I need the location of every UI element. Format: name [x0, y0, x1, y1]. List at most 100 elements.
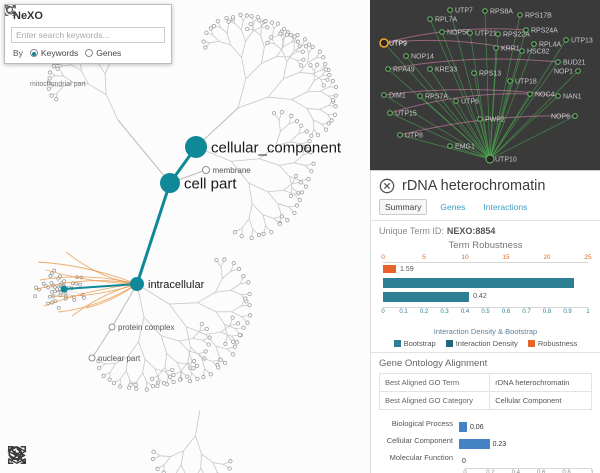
network-node-label[interactable]: NOP14 — [411, 54, 434, 61]
tree-leaf-node[interactable] — [293, 173, 299, 179]
tree-leaf-node[interactable] — [269, 20, 275, 25]
tree-leaf-node[interactable] — [325, 77, 330, 82]
network-node-label[interactable]: RPL7A — [435, 17, 458, 24]
tree-leaf-node[interactable] — [261, 231, 266, 236]
tree-leaf-node[interactable] — [279, 109, 284, 115]
tree-leaf-node[interactable] — [295, 32, 300, 38]
network-node-label[interactable]: NOP56 — [447, 30, 470, 37]
tree-leaf-node[interactable] — [315, 133, 321, 138]
network-node-label[interactable]: UTP15 — [395, 111, 417, 118]
close-icon[interactable] — [379, 178, 395, 194]
tree-leaf-node[interactable] — [237, 266, 242, 272]
network-node[interactable] — [417, 93, 423, 99]
tree-leaf-node[interactable] — [208, 372, 213, 377]
tree-leaf-node[interactable] — [304, 129, 309, 134]
tree-leaf-node[interactable] — [306, 176, 311, 182]
tree-leaf-node[interactable] — [333, 84, 339, 90]
tree-leaf-node[interactable] — [215, 19, 220, 24]
network-node-label[interactable]: RPS22A — [503, 32, 530, 39]
tree-leaf-node[interactable] — [223, 341, 228, 347]
radio-genes[interactable]: Genes — [85, 48, 121, 58]
tree-leaf-node[interactable] — [144, 387, 149, 392]
cluster-node[interactable] — [47, 294, 52, 299]
network-node[interactable] — [572, 113, 578, 119]
network-node[interactable] — [485, 154, 495, 164]
tree-leaf-node[interactable] — [321, 55, 326, 60]
tree-leaf-node[interactable] — [204, 326, 209, 332]
network-node[interactable] — [387, 110, 393, 116]
tree-leaf-node[interactable] — [245, 320, 250, 325]
tree-leaf-node[interactable] — [292, 210, 297, 216]
tree-leaf-node[interactable] — [151, 449, 156, 454]
tree-leaf-node[interactable] — [294, 203, 300, 208]
radio-keywords[interactable]: Keywords — [29, 48, 78, 58]
tree-leaf-node[interactable] — [55, 66, 60, 71]
tree-leaf-node[interactable] — [303, 184, 309, 189]
tree-leaf-node[interactable] — [232, 230, 237, 235]
tree-leaf-node[interactable] — [206, 342, 211, 347]
network-node[interactable] — [385, 66, 391, 72]
cluster-root-node[interactable] — [60, 285, 68, 293]
tree-leaf-node[interactable] — [309, 133, 314, 138]
cluster-node[interactable] — [56, 305, 61, 310]
tree-leaf-node[interactable] — [255, 15, 260, 20]
tree-leaf-node[interactable] — [211, 24, 217, 29]
tree-leaf-node[interactable] — [249, 14, 254, 19]
tree-leaf-node[interactable] — [294, 119, 300, 124]
cluster-node[interactable] — [33, 294, 37, 299]
node-cell_part[interactable] — [160, 173, 180, 193]
network-node-label[interactable]: HSC82 — [527, 49, 550, 56]
tree-leaf-node[interactable] — [195, 376, 200, 381]
tree-leaf-node[interactable] — [224, 15, 229, 21]
zoom-out-button[interactable] — [8, 444, 61, 468]
tree-leaf-node[interactable] — [311, 161, 316, 166]
tree-leaf-node[interactable] — [323, 67, 328, 72]
network-node[interactable] — [447, 143, 453, 149]
network-node-label[interactable]: RPA49 — [393, 67, 415, 74]
tree-leaf-node[interactable] — [171, 379, 176, 385]
tree-leaf-node[interactable] — [150, 376, 155, 381]
tree-leaf-node[interactable] — [327, 73, 332, 78]
tree-leaf-node[interactable] — [46, 80, 51, 85]
network-node-label[interactable]: UTP21 — [475, 31, 497, 38]
tree-leaf-node[interactable] — [201, 39, 206, 44]
tree-leaf-node[interactable] — [249, 235, 254, 240]
tree-leaf-node[interactable] — [231, 352, 236, 357]
tree-leaf-node[interactable] — [238, 12, 243, 17]
network-node-label[interactable]: UTP18 — [515, 79, 537, 86]
tree-leaf-node[interactable] — [300, 49, 305, 54]
tree-leaf-node[interactable] — [309, 169, 314, 174]
tree-leaf-node[interactable] — [321, 83, 326, 88]
tree-leaf-node[interactable] — [234, 340, 240, 345]
network-node[interactable] — [482, 8, 488, 14]
tree-leaf-node[interactable] — [246, 280, 251, 285]
tree-leaf-node[interactable] — [271, 111, 277, 116]
fullscreen-icon[interactable] — [5, 5, 16, 16]
fit-view-button[interactable] — [7, 444, 92, 468]
network-node-label[interactable]: UTP9 — [389, 41, 407, 48]
tree-leaf-node[interactable] — [194, 363, 200, 369]
tree-leaf-node[interactable] — [230, 315, 235, 320]
tree-leaf-node[interactable] — [107, 377, 112, 382]
network-node[interactable] — [471, 70, 477, 76]
tree-leaf-node[interactable] — [247, 291, 252, 297]
network-node[interactable] — [531, 41, 537, 47]
network-node[interactable] — [379, 38, 389, 48]
network-node-label[interactable]: KRE33 — [435, 67, 457, 74]
tree-leaf-node[interactable] — [284, 32, 290, 37]
network-node[interactable] — [555, 93, 561, 99]
tree-leaf-node[interactable] — [191, 359, 197, 364]
tree-leaf-node[interactable] — [299, 190, 305, 195]
network-node[interactable] — [477, 116, 483, 122]
tree-leaf-node[interactable] — [332, 112, 338, 117]
tree-leaf-node[interactable] — [333, 104, 338, 109]
network-node[interactable] — [427, 66, 433, 72]
cluster-node[interactable] — [50, 290, 54, 294]
tree-leaf-node[interactable] — [333, 93, 338, 98]
network-node-label[interactable]: EMG1 — [455, 144, 475, 151]
tree-leaf-node[interactable] — [214, 257, 219, 263]
tree-leaf-node[interactable] — [222, 360, 228, 365]
tree-leaf-node[interactable] — [216, 365, 221, 370]
tree-leaf-node[interactable] — [118, 384, 123, 389]
